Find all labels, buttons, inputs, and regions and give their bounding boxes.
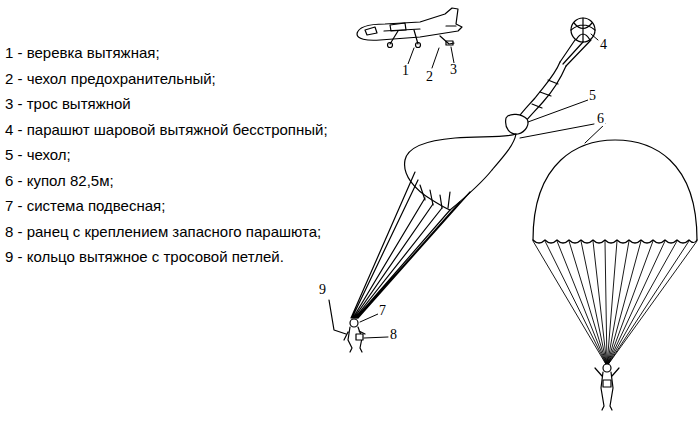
- key-entry: 4 - парашют шаровой вытяжной бесстропный…: [5, 122, 328, 137]
- callout-number: 8: [389, 328, 398, 342]
- callout-number: 2: [425, 70, 434, 84]
- suspension-line: [581, 241, 607, 366]
- open-canopy: [533, 140, 697, 410]
- ring-with-loop: [329, 300, 346, 334]
- callout-number: 3: [449, 63, 458, 77]
- suspension-line: [605, 241, 607, 366]
- callout-number: 1: [401, 64, 410, 78]
- key-entry: 7 - система подвесная;: [5, 198, 165, 213]
- suspension-line: [607, 241, 653, 366]
- suspension-line: [607, 241, 697, 366]
- key-entry: 8 - ранец с креплением запасного парашют…: [5, 224, 321, 239]
- ball-pilot-chute: [518, 18, 595, 121]
- callout-number: 9: [318, 283, 327, 297]
- key-entry: 6 - купол 82,5м;: [5, 173, 114, 188]
- leader-lines: [360, 34, 605, 338]
- suspension-line: [607, 241, 677, 366]
- key-entry: 1 - веревка вытяжная;: [5, 45, 160, 60]
- key-entry: 5 - чехол;: [5, 147, 71, 162]
- callout-number: 6: [596, 112, 605, 126]
- suspension-line: [569, 241, 607, 366]
- airplane: [357, 8, 462, 48]
- callout-number: 5: [588, 89, 597, 103]
- key-entry: 9 - кольцо вытяжное с тросовой петлей.: [5, 249, 284, 264]
- callout-number: 7: [378, 304, 387, 318]
- key-entry: 3 - трос вытяжной: [5, 96, 131, 111]
- suspension-line: [545, 241, 607, 366]
- stretched-canopy: [351, 134, 516, 318]
- cover: [506, 114, 528, 134]
- suspension-line: [557, 241, 607, 366]
- jumper: [344, 319, 365, 352]
- suspension-line: [607, 241, 665, 366]
- key-entry: 2 - чехол предохранительный;: [5, 71, 216, 86]
- suspension-line: [533, 241, 607, 366]
- suspension-line: [593, 241, 607, 366]
- suspension-line: [607, 241, 689, 366]
- callout-number: 4: [599, 38, 608, 52]
